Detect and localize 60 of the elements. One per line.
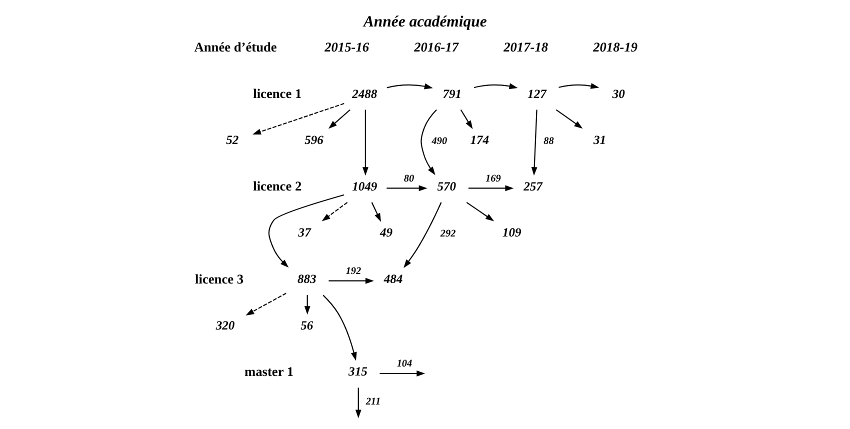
arrow	[304, 295, 310, 315]
node-text: 31	[593, 133, 606, 148]
arrow	[468, 185, 514, 192]
arrow	[386, 83, 432, 90]
arrow	[252, 103, 344, 135]
label: 2018-19	[592, 40, 638, 55]
label: licence 1	[252, 86, 302, 101]
label: 2016-17	[414, 40, 458, 55]
edge-label: 211	[365, 396, 380, 408]
label: Année d’étude	[194, 40, 276, 55]
node-text: 484	[383, 272, 402, 286]
diagram-title: Année académique	[362, 13, 486, 30]
label: 2017-18	[503, 40, 548, 55]
arrow	[379, 370, 425, 376]
arrow	[362, 110, 368, 176]
arrow	[386, 185, 427, 192]
node-text: 2488	[352, 86, 377, 101]
arrow	[245, 292, 286, 316]
node-text: 315	[348, 364, 367, 379]
edge-label: 104	[396, 358, 412, 370]
arrow	[403, 202, 442, 268]
node-text: 257	[523, 179, 542, 194]
arrow	[558, 83, 599, 89]
arrow	[474, 83, 518, 90]
node-text: 56	[300, 318, 313, 332]
node-text: 1049	[352, 179, 377, 194]
node-text: 883	[297, 272, 316, 286]
node-text: 109	[502, 226, 521, 240]
arrow	[268, 194, 344, 268]
edge-label: 80	[403, 173, 414, 184]
arrow	[460, 109, 472, 130]
edge-label: 490	[431, 136, 447, 147]
node-text: 30	[612, 86, 624, 101]
arrow	[322, 294, 356, 361]
node-text: 320	[215, 318, 234, 332]
node-text: 596	[304, 133, 323, 148]
edge-label: 292	[440, 228, 456, 240]
arrow	[420, 109, 436, 176]
edge-label: 169	[485, 173, 500, 184]
node-text: 174	[470, 133, 489, 148]
edge-label: 192	[345, 266, 361, 278]
arrow	[370, 202, 380, 222]
label: master 1	[244, 364, 294, 379]
node-text: 52	[226, 133, 238, 148]
arrow	[354, 388, 361, 418]
arrow	[328, 109, 350, 129]
node-text: 49	[379, 226, 392, 240]
label: 2015-16	[324, 40, 369, 55]
arrow	[466, 202, 494, 222]
edge-label: 88	[543, 136, 554, 147]
label: licence 3	[194, 271, 244, 286]
node-text: 570	[436, 179, 456, 194]
node-text: 791	[442, 86, 462, 101]
arrow	[321, 202, 348, 222]
node-text: 127	[527, 86, 546, 101]
label: licence 2	[252, 178, 302, 194]
arrow	[328, 278, 374, 284]
arrow	[555, 109, 582, 129]
node-text: 37	[298, 226, 310, 240]
arrow	[530, 110, 537, 176]
